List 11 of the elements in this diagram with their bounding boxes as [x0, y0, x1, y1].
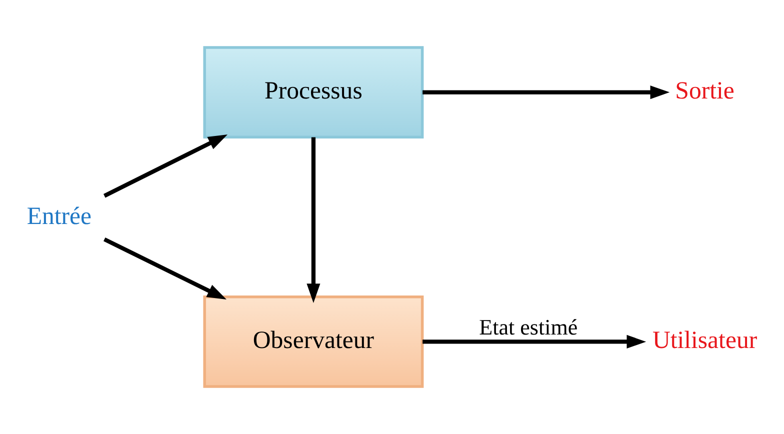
- node-text: Entrée: [26, 202, 92, 230]
- arrow: [422, 334, 646, 348]
- arrow: [103, 134, 228, 198]
- node-box: Observateur: [203, 296, 424, 388]
- arrow: [422, 86, 670, 100]
- arrow: [103, 237, 226, 300]
- arrow: [306, 137, 320, 303]
- edge-label: Etat estimé: [479, 314, 578, 340]
- node-text: Sortie: [675, 77, 734, 104]
- node-text: Utilisateur: [652, 326, 758, 354]
- node-box: Processus: [203, 46, 424, 138]
